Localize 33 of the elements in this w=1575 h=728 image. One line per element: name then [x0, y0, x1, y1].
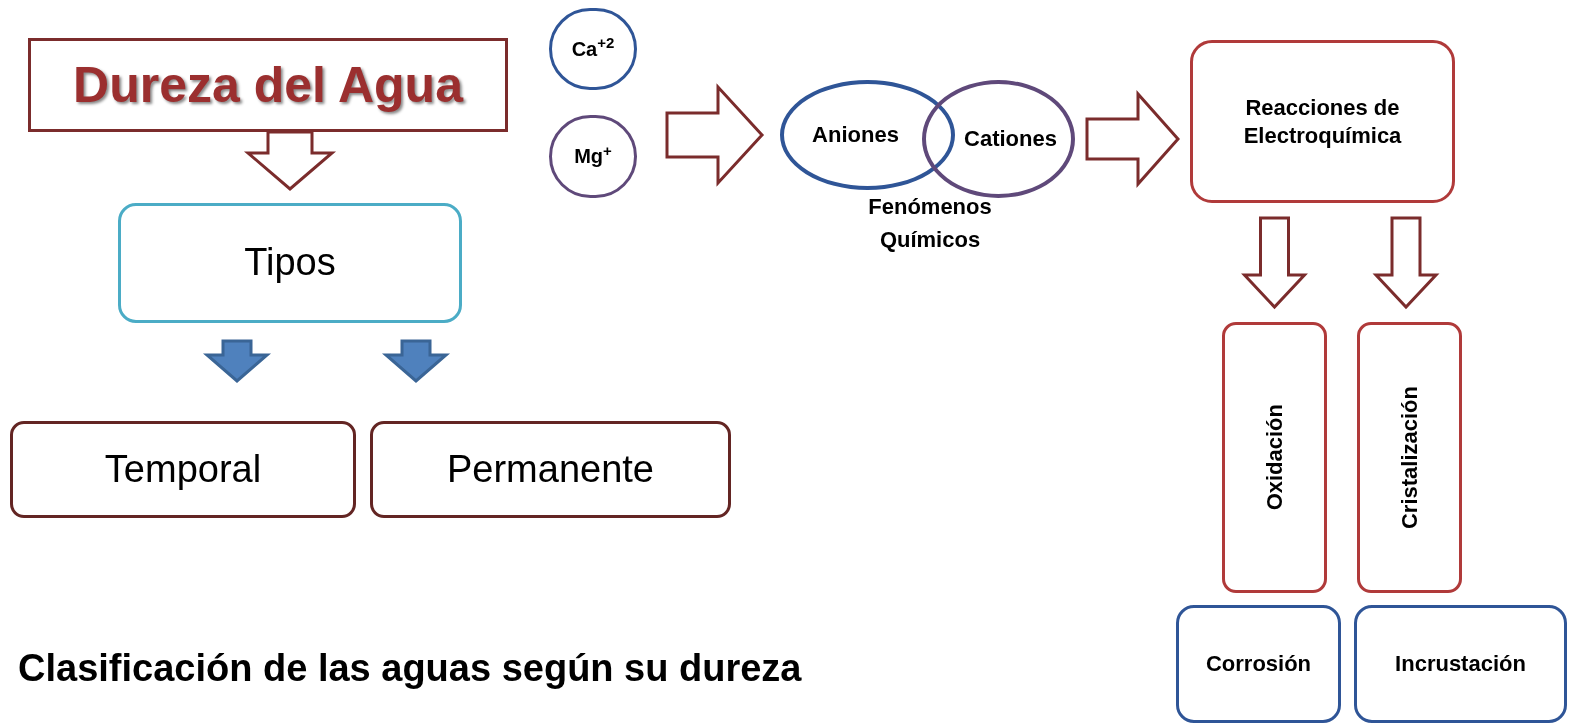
- node-label: Tipos: [244, 240, 336, 286]
- node-label: Aniones: [812, 121, 900, 149]
- process-box: [370, 421, 731, 518]
- block-arrow: [665, 83, 765, 187]
- node-label: Temporal: [104, 446, 262, 492]
- block-arrow: [1241, 216, 1308, 310]
- process-box: [118, 203, 462, 323]
- ellipse-node: [922, 80, 1075, 198]
- node-label: Reacciones de Electroquímica: [1242, 94, 1403, 149]
- block-arrow: [1372, 216, 1440, 310]
- process-box: [1354, 605, 1567, 723]
- node-label: Incrustación: [1395, 650, 1526, 678]
- ellipse-node: [780, 80, 955, 190]
- node-label: Cristalización: [1395, 385, 1423, 529]
- caption: Clasificación de las aguas según su dureza: [18, 646, 802, 691]
- node-label: Ca$^{+2}$: [571, 36, 615, 62]
- block-arrow: [202, 339, 272, 383]
- process-box: [1357, 322, 1462, 593]
- block-arrow: [1085, 90, 1180, 188]
- process-box: [1176, 605, 1341, 723]
- node-label: Cationes: [963, 125, 1057, 153]
- title-box: [28, 38, 508, 132]
- process-box: [10, 421, 356, 518]
- block-arrow: [381, 339, 451, 383]
- node-label: Oxidación: [1260, 404, 1288, 511]
- block-arrow: [243, 130, 337, 191]
- node-label: Corrosión: [1205, 650, 1312, 678]
- node-label: Mg$^{+}$: [574, 144, 612, 169]
- process-box: [1222, 322, 1327, 593]
- node-label: Dureza del Agua: [73, 55, 463, 115]
- node-label: Permanente: [447, 446, 654, 492]
- text-label: Fenómenos Químicos: [867, 193, 993, 254]
- process-box: [1190, 40, 1455, 203]
